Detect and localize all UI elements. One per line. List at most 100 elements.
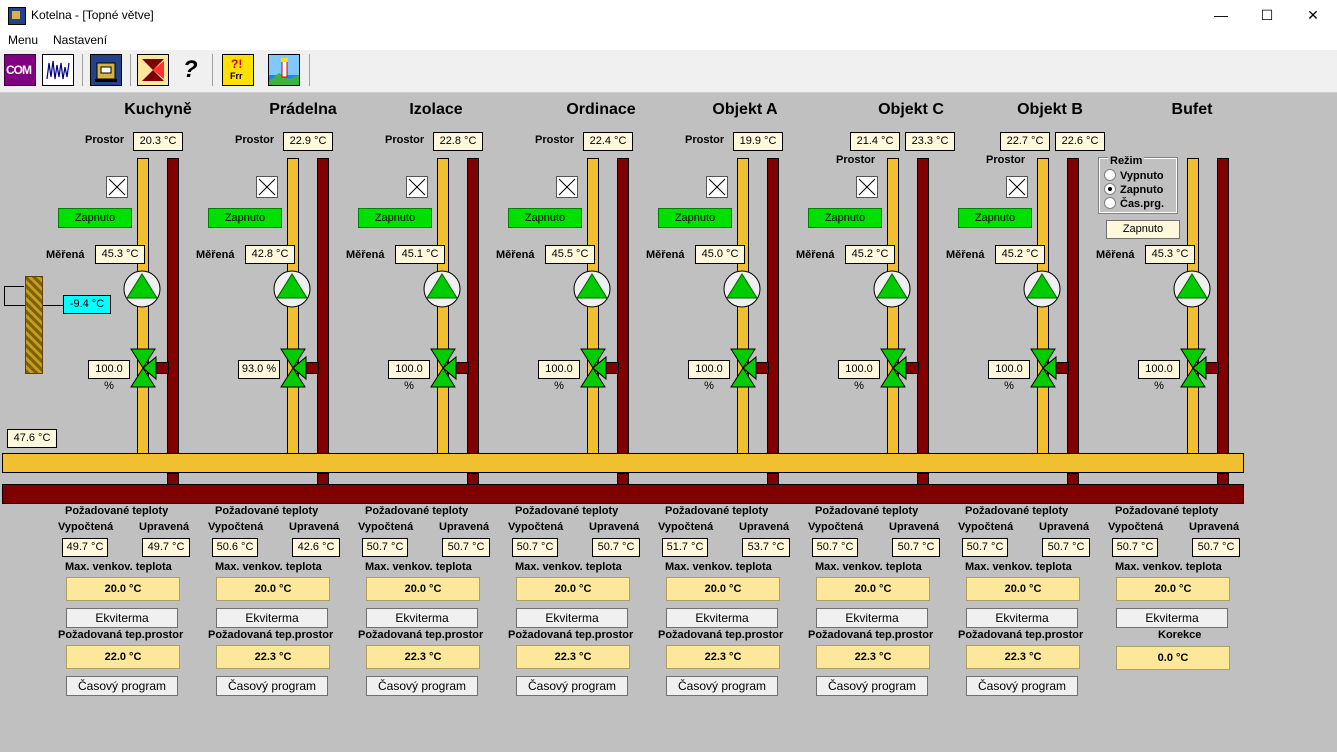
pump-icon[interactable]: [273, 270, 311, 308]
max-venkov-value[interactable]: 20.0 °C: [816, 577, 930, 601]
pump-icon[interactable]: [873, 270, 911, 308]
branch-status[interactable]: Zapnuto: [208, 208, 282, 228]
branch-status[interactable]: Zapnuto: [808, 208, 882, 228]
max-venkov-label: Max. venkov. teplota: [1115, 561, 1222, 573]
casovy-program-button[interactable]: Časový program: [666, 676, 778, 696]
radio-zapnuto[interactable]: Zapnuto: [1104, 183, 1163, 196]
pump-icon[interactable]: [423, 270, 461, 308]
casovy-program-button[interactable]: Časový program: [966, 676, 1078, 696]
valve-icon[interactable]: [878, 347, 908, 389]
menu-item-menu[interactable]: Menu: [8, 33, 39, 47]
outdoor-sensor-line: [4, 286, 5, 306]
help-icon[interactable]: ?: [174, 54, 206, 86]
pump-icon[interactable]: [573, 270, 611, 308]
pump-icon[interactable]: [723, 270, 761, 308]
valve-icon[interactable]: [1178, 347, 1208, 389]
hourglass-icon[interactable]: [137, 54, 169, 86]
upravena-temp[interactable]: 53.7 °C: [742, 538, 790, 557]
casovy-program-button[interactable]: Časový program: [66, 676, 178, 696]
ekviterma-button[interactable]: Ekviterma: [216, 608, 328, 628]
upravena-temp[interactable]: 50.7 °C: [442, 538, 490, 557]
branch-status[interactable]: Zapnuto: [358, 208, 432, 228]
ekviterma-button[interactable]: Ekviterma: [366, 608, 478, 628]
casovy-program-button[interactable]: Časový program: [816, 676, 928, 696]
max-venkov-value[interactable]: 20.0 °C: [1116, 577, 1230, 601]
branch-status[interactable]: Zapnuto: [508, 208, 582, 228]
valve-icon[interactable]: [1028, 347, 1058, 389]
close-button[interactable]: ✕: [1307, 7, 1319, 23]
branch-checkbox[interactable]: [256, 176, 278, 198]
alarm-icon[interactable]: ?! Frr: [222, 54, 254, 86]
radio-cas-prg[interactable]: Čas.prg.: [1104, 197, 1164, 210]
pump-icon[interactable]: [1023, 270, 1061, 308]
valve-icon[interactable]: [128, 347, 158, 389]
branch-checkbox[interactable]: [856, 176, 878, 198]
branch-name: Objekt B: [1017, 101, 1083, 118]
branch-status[interactable]: Zapnuto: [58, 208, 132, 228]
max-venkov-value[interactable]: 20.0 °C: [516, 577, 630, 601]
poz-prostor-value[interactable]: 22.3 °C: [516, 645, 630, 669]
branch-status[interactable]: Zapnuto: [958, 208, 1032, 228]
ekviterma-button[interactable]: Ekviterma: [1116, 608, 1228, 628]
max-venkov-value[interactable]: 20.0 °C: [666, 577, 780, 601]
pump-icon[interactable]: [123, 270, 161, 308]
branch-status[interactable]: Zapnuto: [658, 208, 732, 228]
branch-name: Izolace: [409, 101, 463, 118]
minimize-button[interactable]: —: [1214, 7, 1228, 23]
casovy-program-button[interactable]: Časový program: [516, 676, 628, 696]
prostor-label: Prostor: [235, 134, 275, 146]
poz-prostor-value[interactable]: 22.0 °C: [66, 645, 180, 669]
menu-bar: Menu Nastavení: [0, 31, 1337, 50]
graph-icon[interactable]: [42, 54, 74, 86]
upravena-temp[interactable]: 42.6 °C: [292, 538, 340, 557]
vypoctena-temp: 50.7 °C: [1112, 538, 1158, 557]
lighthouse-icon[interactable]: [268, 54, 300, 86]
valve-icon[interactable]: [728, 347, 758, 389]
outdoor-wall: [25, 276, 43, 374]
valve-icon[interactable]: [578, 347, 608, 389]
poz-prostor-value[interactable]: 22.3 °C: [366, 645, 480, 669]
radio-label: Zapnuto: [1120, 184, 1164, 196]
branch-checkbox[interactable]: [406, 176, 428, 198]
poz-prostor-label: Požadovaná tep.prostor: [958, 629, 1084, 641]
casovy-program-button[interactable]: Časový program: [366, 676, 478, 696]
upravena-temp[interactable]: 49.7 °C: [142, 538, 190, 557]
menu-item-nastaveni[interactable]: Nastavení: [53, 33, 108, 47]
valve-icon[interactable]: [428, 347, 458, 389]
korekce-value[interactable]: 0.0 °C: [1116, 646, 1230, 670]
ekviterma-button[interactable]: Ekviterma: [966, 608, 1078, 628]
branch-checkbox[interactable]: [706, 176, 728, 198]
poz-prostor-value[interactable]: 22.3 °C: [216, 645, 330, 669]
ekviterma-button[interactable]: Ekviterma: [516, 608, 628, 628]
supply-header-pipe: [2, 453, 1244, 473]
casovy-program-button[interactable]: Časový program: [216, 676, 328, 696]
ekviterma-button[interactable]: Ekviterma: [816, 608, 928, 628]
valve-icon[interactable]: [278, 347, 308, 389]
poz-prostor-value[interactable]: 22.3 °C: [966, 645, 1080, 669]
merena-label: Měřená: [646, 249, 685, 261]
upravena-temp[interactable]: 50.7 °C: [892, 538, 940, 557]
boiler-icon[interactable]: [90, 54, 122, 86]
upravena-temp[interactable]: 50.7 °C: [1192, 538, 1240, 557]
pump-icon[interactable]: [1173, 270, 1211, 308]
radio-vypnuto[interactable]: Vypnuto: [1104, 169, 1164, 182]
upravena-temp[interactable]: 50.7 °C: [1042, 538, 1090, 557]
branch-checkbox[interactable]: [556, 176, 578, 198]
upravena-label: Upravená: [1039, 521, 1090, 533]
maximize-button[interactable]: ☐: [1260, 7, 1274, 23]
poz-prostor-value[interactable]: 22.3 °C: [666, 645, 780, 669]
max-venkov-value[interactable]: 20.0 °C: [366, 577, 480, 601]
branch-name: Kuchyně: [124, 101, 192, 118]
ekviterma-button[interactable]: Ekviterma: [66, 608, 178, 628]
vypoctena-label: Vypočtená: [808, 521, 864, 533]
ekviterma-button[interactable]: Ekviterma: [666, 608, 778, 628]
branch-checkbox[interactable]: [1006, 176, 1028, 198]
max-venkov-value[interactable]: 20.0 °C: [216, 577, 330, 601]
toolbar-separator: [82, 54, 83, 86]
com-icon[interactable]: COM: [4, 54, 36, 86]
max-venkov-value[interactable]: 20.0 °C: [966, 577, 1080, 601]
max-venkov-value[interactable]: 20.0 °C: [66, 577, 180, 601]
upravena-temp[interactable]: 50.7 °C: [592, 538, 640, 557]
branch-checkbox[interactable]: [106, 176, 128, 198]
poz-prostor-value[interactable]: 22.3 °C: [816, 645, 930, 669]
